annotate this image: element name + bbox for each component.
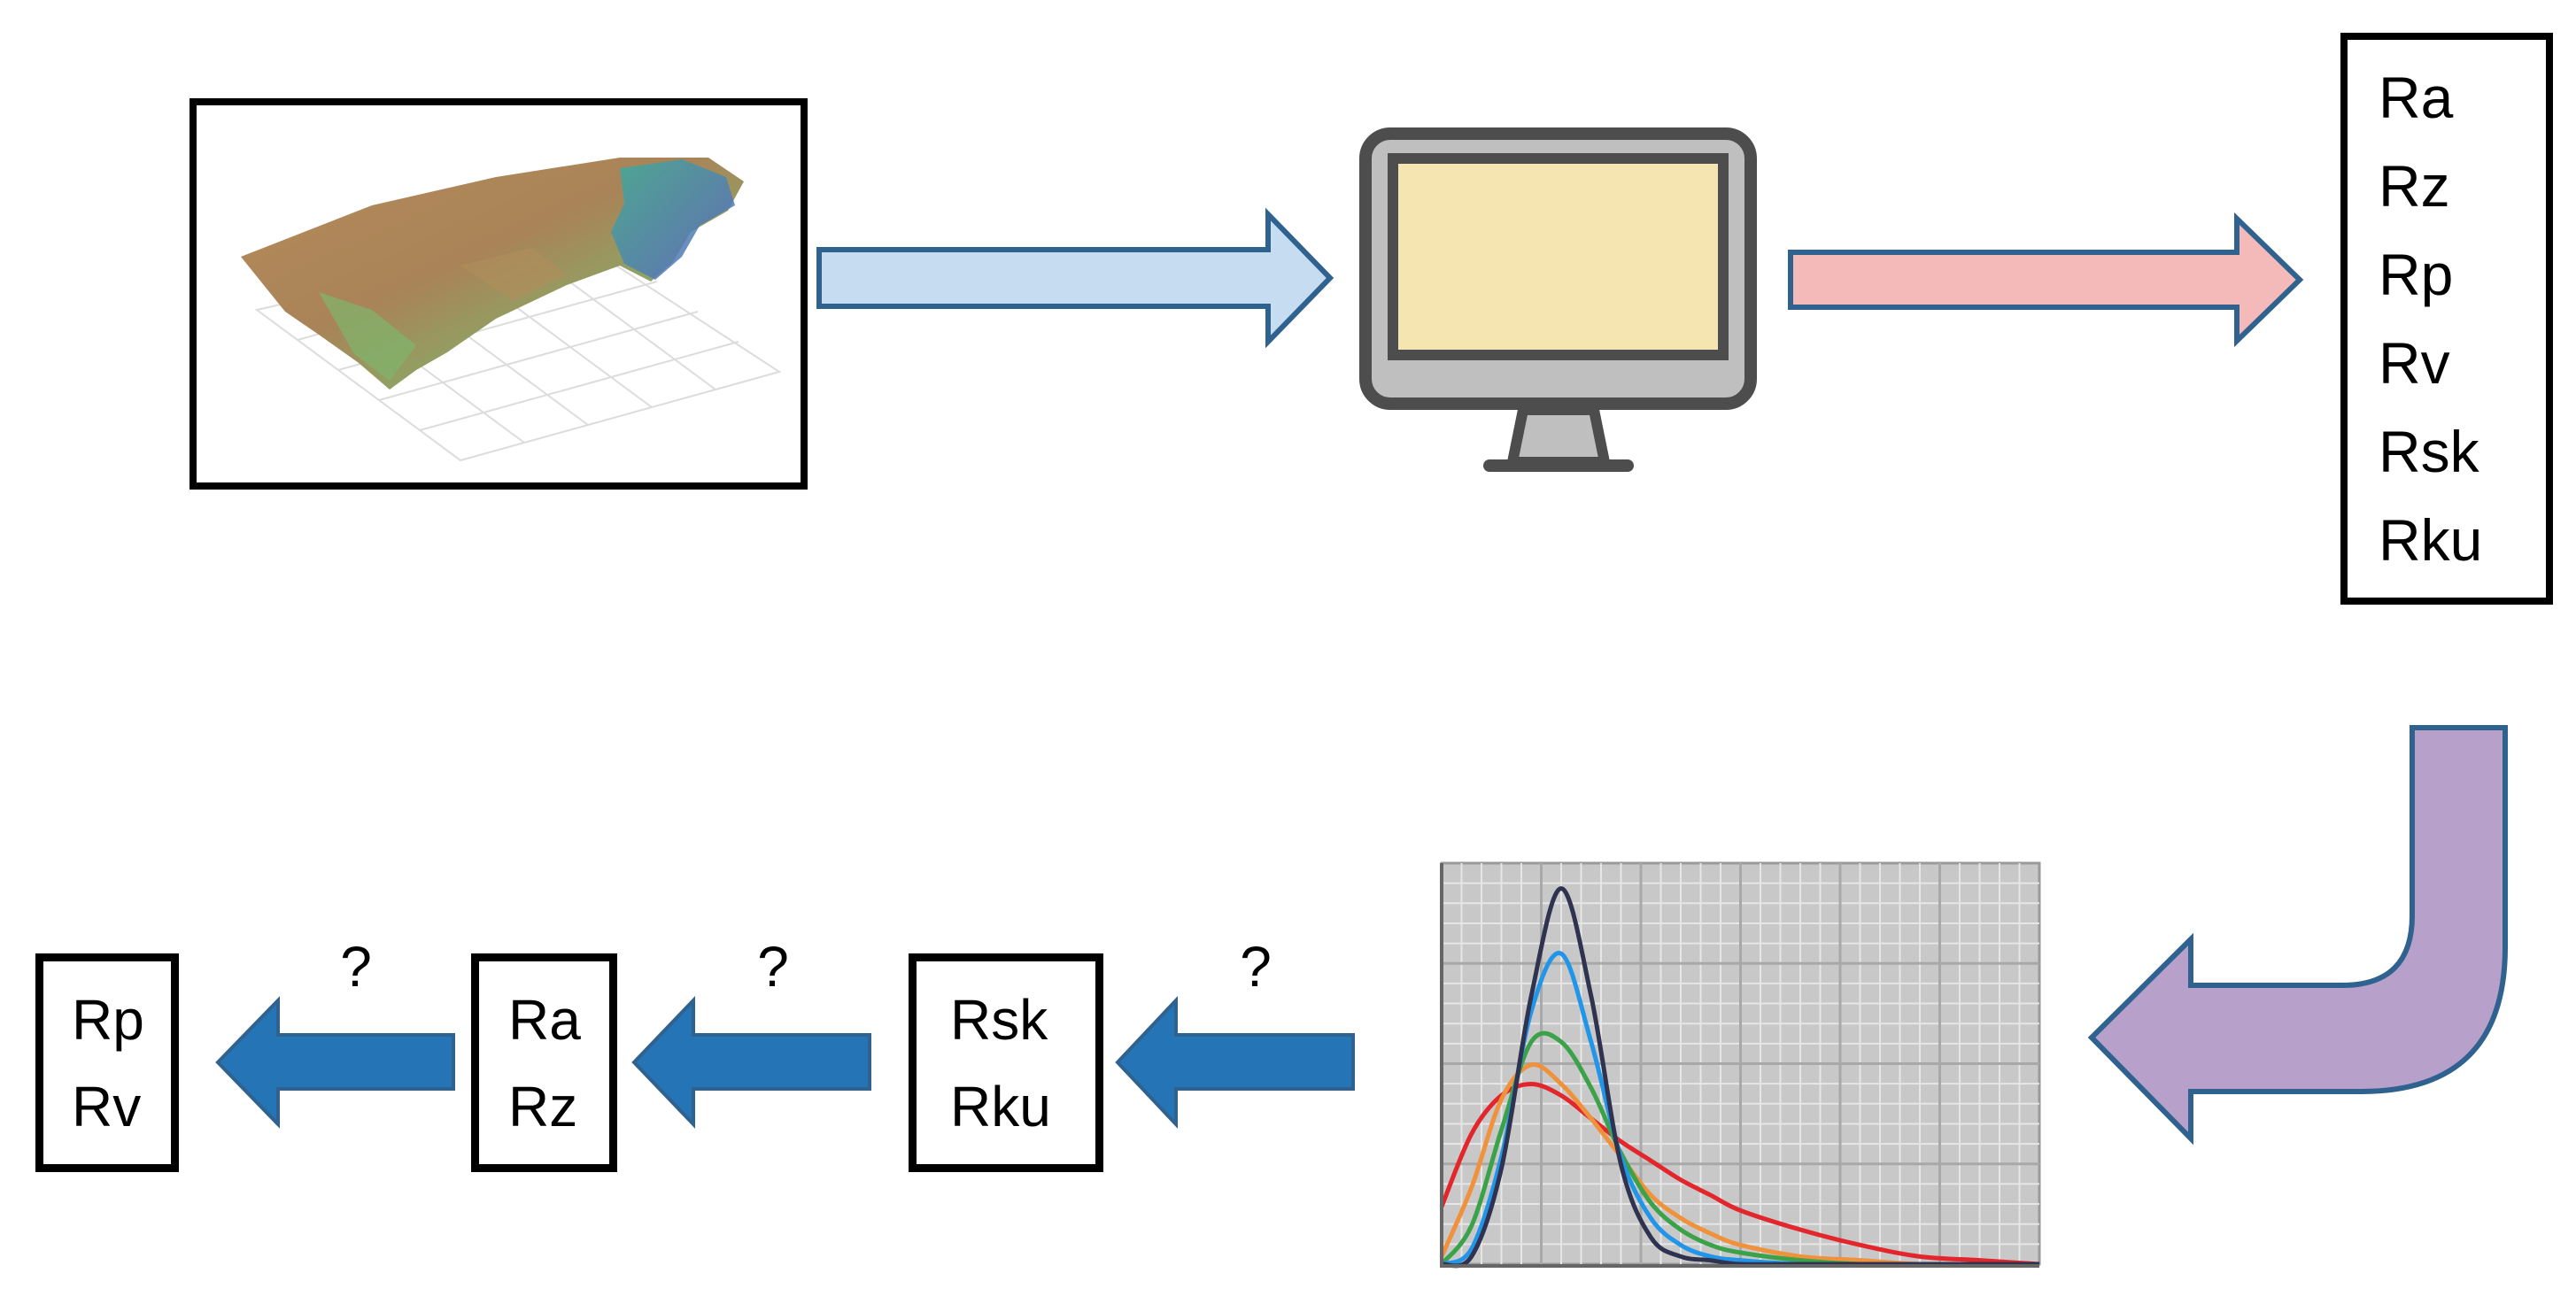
arrow-to-distribution-chart [2087, 725, 2508, 1146]
question-mark: ? [757, 935, 789, 999]
output-parameters-box: Ra Rz Rp Rv Rsk Rku [2340, 33, 2553, 605]
arrow-to-outputs [1788, 212, 2304, 348]
surface-image-panel [190, 98, 808, 490]
arrow-to-computer [816, 207, 1334, 349]
arrow-shape-to-amplitude-box [631, 996, 871, 1129]
param-rp: Rp [2379, 242, 2454, 307]
question-mark: ? [1240, 935, 1272, 999]
question-mark: ? [340, 935, 372, 999]
param-rv: Rv [72, 1074, 142, 1138]
param-rz: Rz [2379, 153, 2450, 219]
param-rku: Rku [2379, 507, 2483, 573]
shape-parameters-box: Rsk Rku [909, 953, 1103, 1172]
param-rsk: Rsk [950, 987, 1048, 1052]
arrow-chart-to-shape-box [1115, 995, 1355, 1130]
param-ra: Ra [2379, 65, 2454, 130]
param-rp: Rp [72, 987, 144, 1052]
param-rv: Rv [2379, 330, 2450, 396]
distribution-chart [1439, 861, 2041, 1269]
param-ra: Ra [508, 987, 581, 1052]
param-rz: Rz [508, 1074, 578, 1138]
param-rku: Rku [950, 1074, 1051, 1138]
amplitude-parameters-box: Ra Rz [471, 953, 617, 1172]
param-rsk: Rsk [2379, 419, 2479, 484]
extreme-parameters-box: Rp Rv [35, 953, 179, 1172]
surface-topography-3d-icon [241, 158, 782, 462]
arrow-amplitude-to-extremes-box [215, 996, 455, 1129]
computer-monitor-icon [1359, 127, 1757, 472]
